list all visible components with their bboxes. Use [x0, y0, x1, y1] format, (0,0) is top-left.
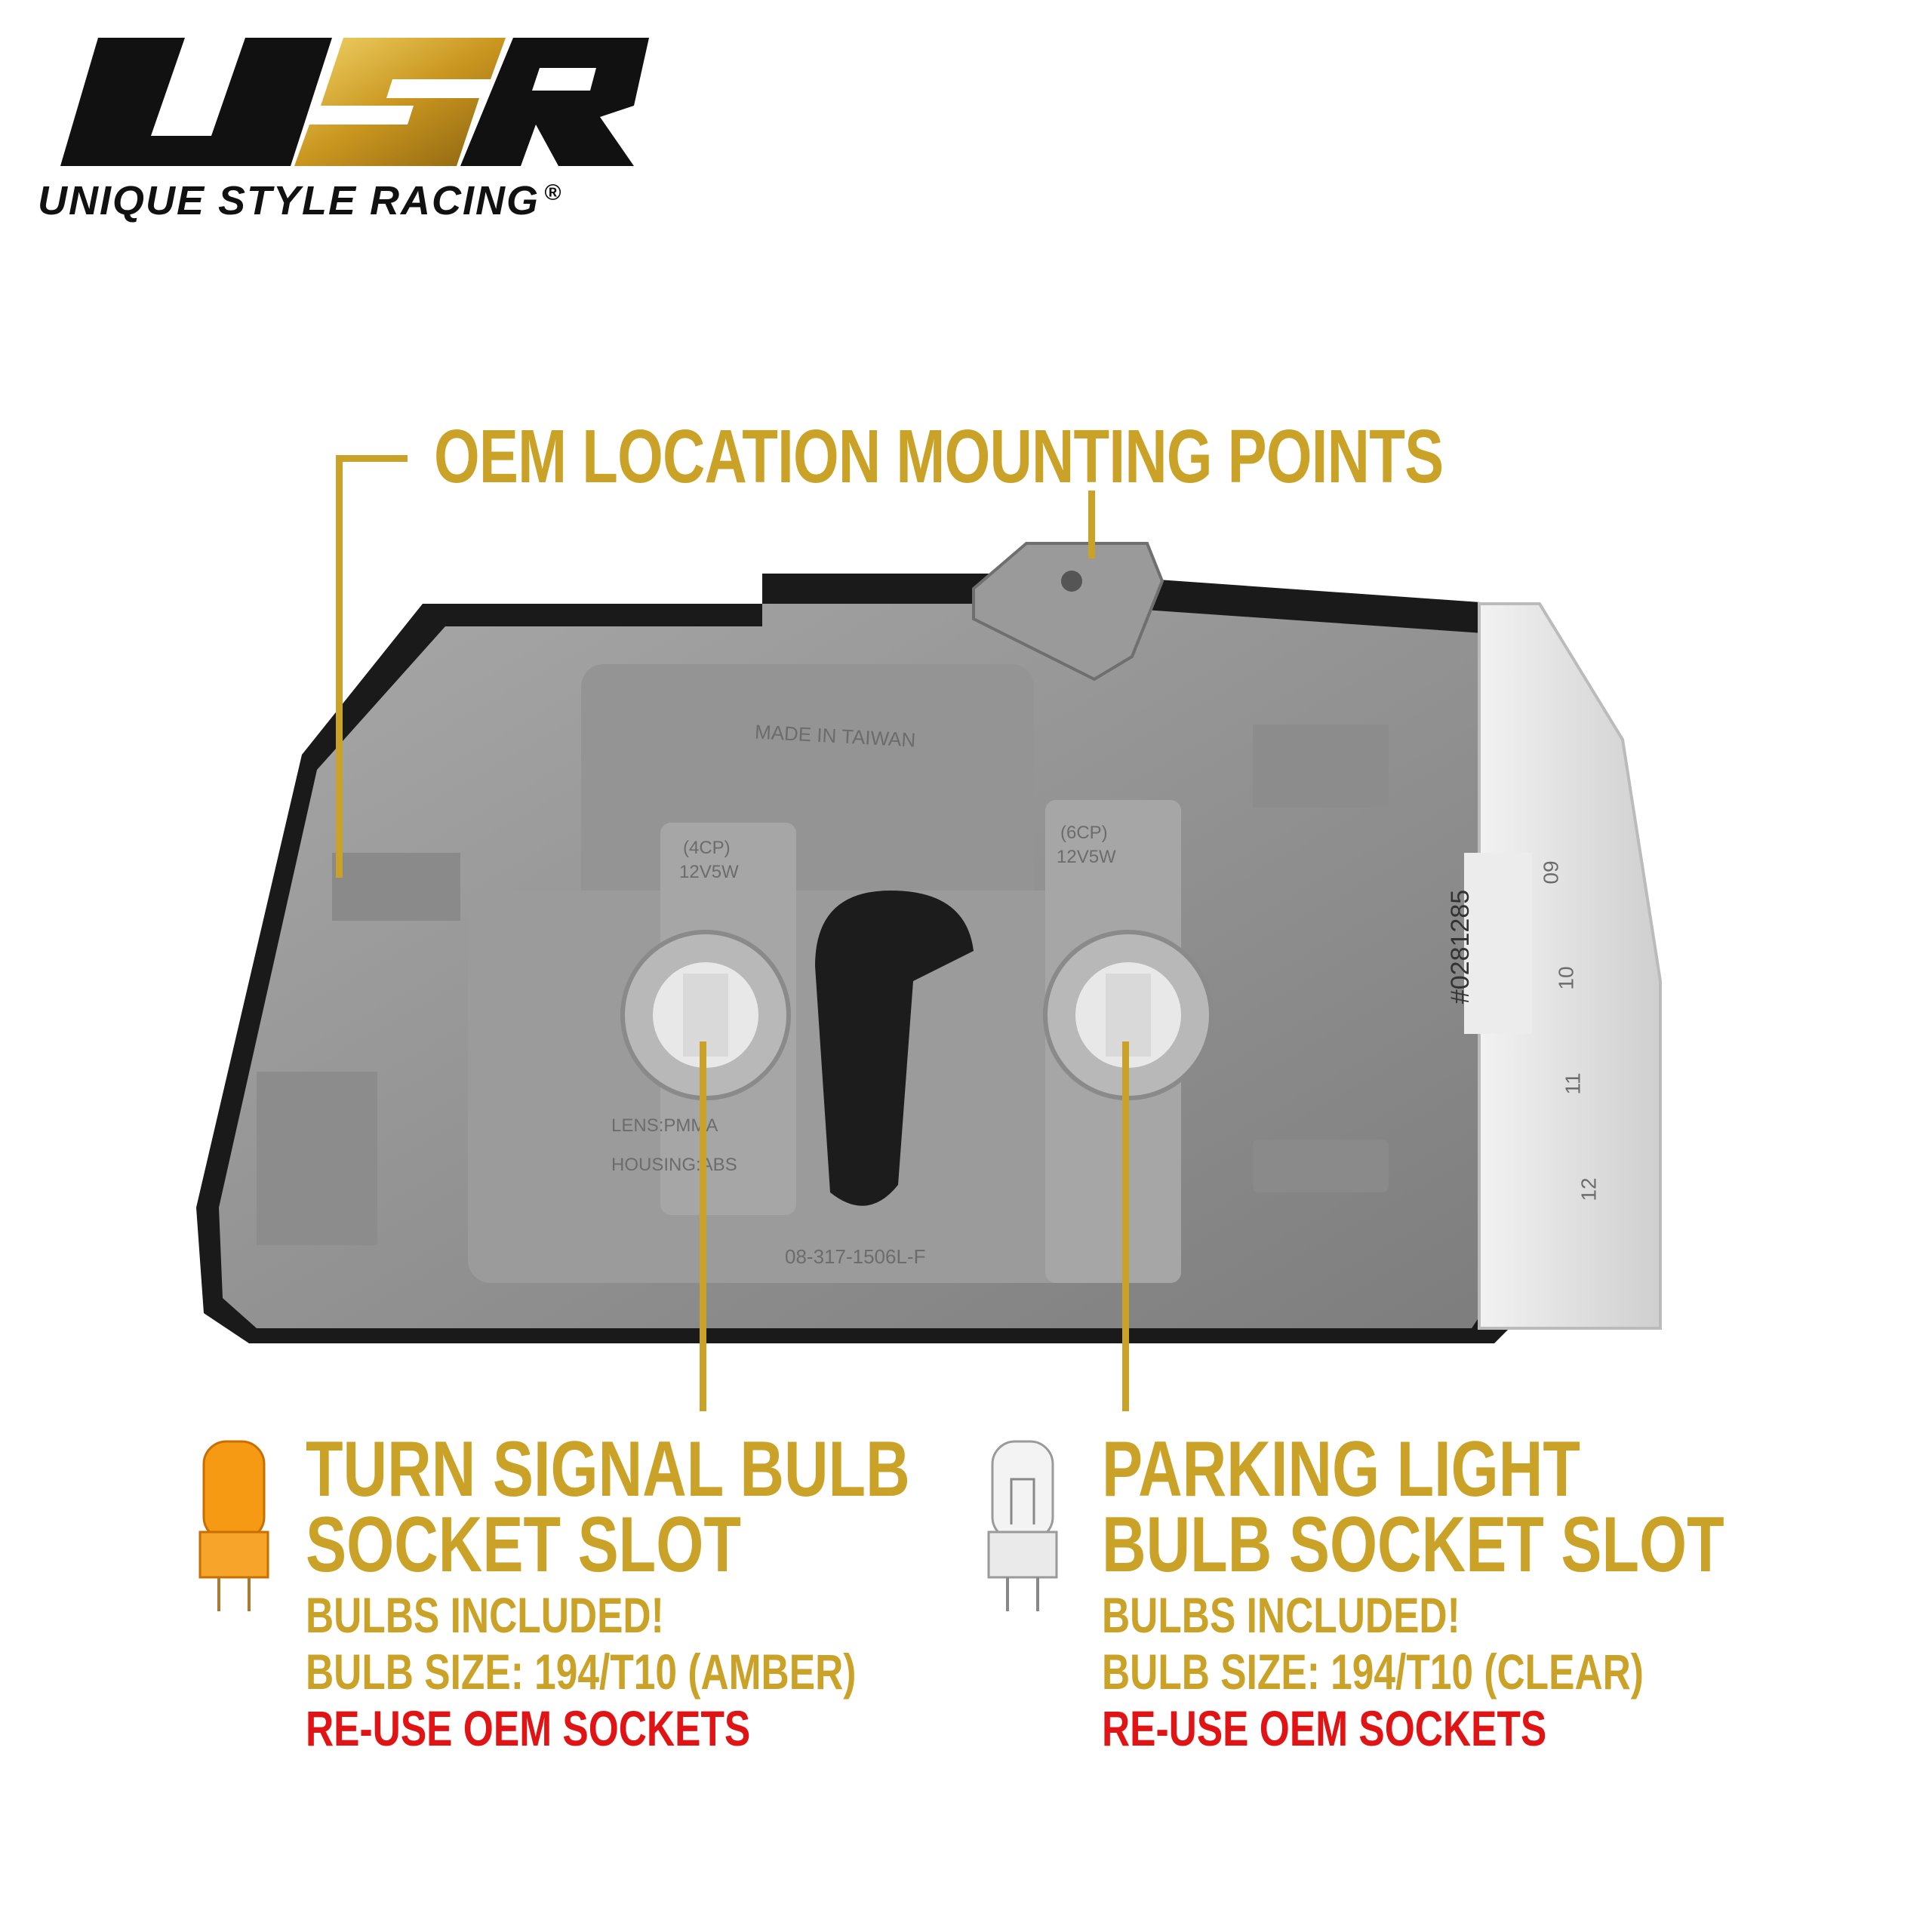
- mounting-callout-line-v-left: [336, 455, 343, 878]
- right-socket-rating-1: (6CP): [1060, 823, 1108, 843]
- sticker-number: #0281285: [1446, 889, 1475, 1004]
- amber-bulb-icon: [185, 1434, 283, 1615]
- brand-logo: UNIQUE STYLE RACING®: [38, 23, 657, 226]
- mounting-points-heading: OEM LOCATION MOUNTING POINTS: [434, 414, 1444, 499]
- mounting-callout-line-h: [336, 455, 408, 462]
- date-wheel-09: 09: [1539, 860, 1563, 884]
- parking-light-reuse-sockets: RE-USE OEM SOCKETS: [1102, 1700, 1547, 1756]
- turn-signal-bulbs-included: BULBS INCLUDED!: [306, 1587, 664, 1643]
- parking-light-bulb-size: BULB SIZE: 194/T10 (CLEAR): [1102, 1644, 1644, 1700]
- date-wheel-10: 10: [1554, 966, 1578, 990]
- turn-signal-bulb-size: BULB SIZE: 194/T10 (AMBER): [306, 1644, 857, 1700]
- left-socket-rating-2: 12V5W: [679, 862, 739, 882]
- parking-light-title-2: BULB SOCKET SLOT: [1102, 1501, 1724, 1589]
- part-number-marking: 08-317-1506L-F: [785, 1245, 926, 1268]
- brand-tagline: UNIQUE STYLE RACING: [38, 178, 540, 223]
- registered-mark: ®: [544, 180, 563, 205]
- date-wheel-12: 12: [1577, 1177, 1601, 1201]
- mounting-callout-line-v-center: [1088, 491, 1095, 558]
- date-wheel-11: 11: [1561, 1072, 1585, 1095]
- turn-signal-callout-line: [700, 1041, 706, 1411]
- parking-light-callout-line: [1122, 1041, 1129, 1411]
- right-socket-rating-2: 12V5W: [1057, 847, 1116, 867]
- turn-signal-title-2: SOCKET SLOT: [306, 1501, 741, 1589]
- brand-logo-mark: [60, 38, 649, 166]
- housing-material-marking: HOUSING:ABS: [611, 1155, 737, 1175]
- left-socket-rating-1: (4CP): [683, 838, 731, 858]
- parking-light-title-1: PARKING LIGHT: [1102, 1426, 1580, 1513]
- clear-bulb-icon: [974, 1434, 1072, 1615]
- parking-light-bulbs-included: BULBS INCLUDED!: [1102, 1587, 1460, 1643]
- turn-signal-title-1: TURN SIGNAL BULB: [306, 1426, 910, 1513]
- turn-signal-reuse-sockets: RE-USE OEM SOCKETS: [306, 1700, 751, 1756]
